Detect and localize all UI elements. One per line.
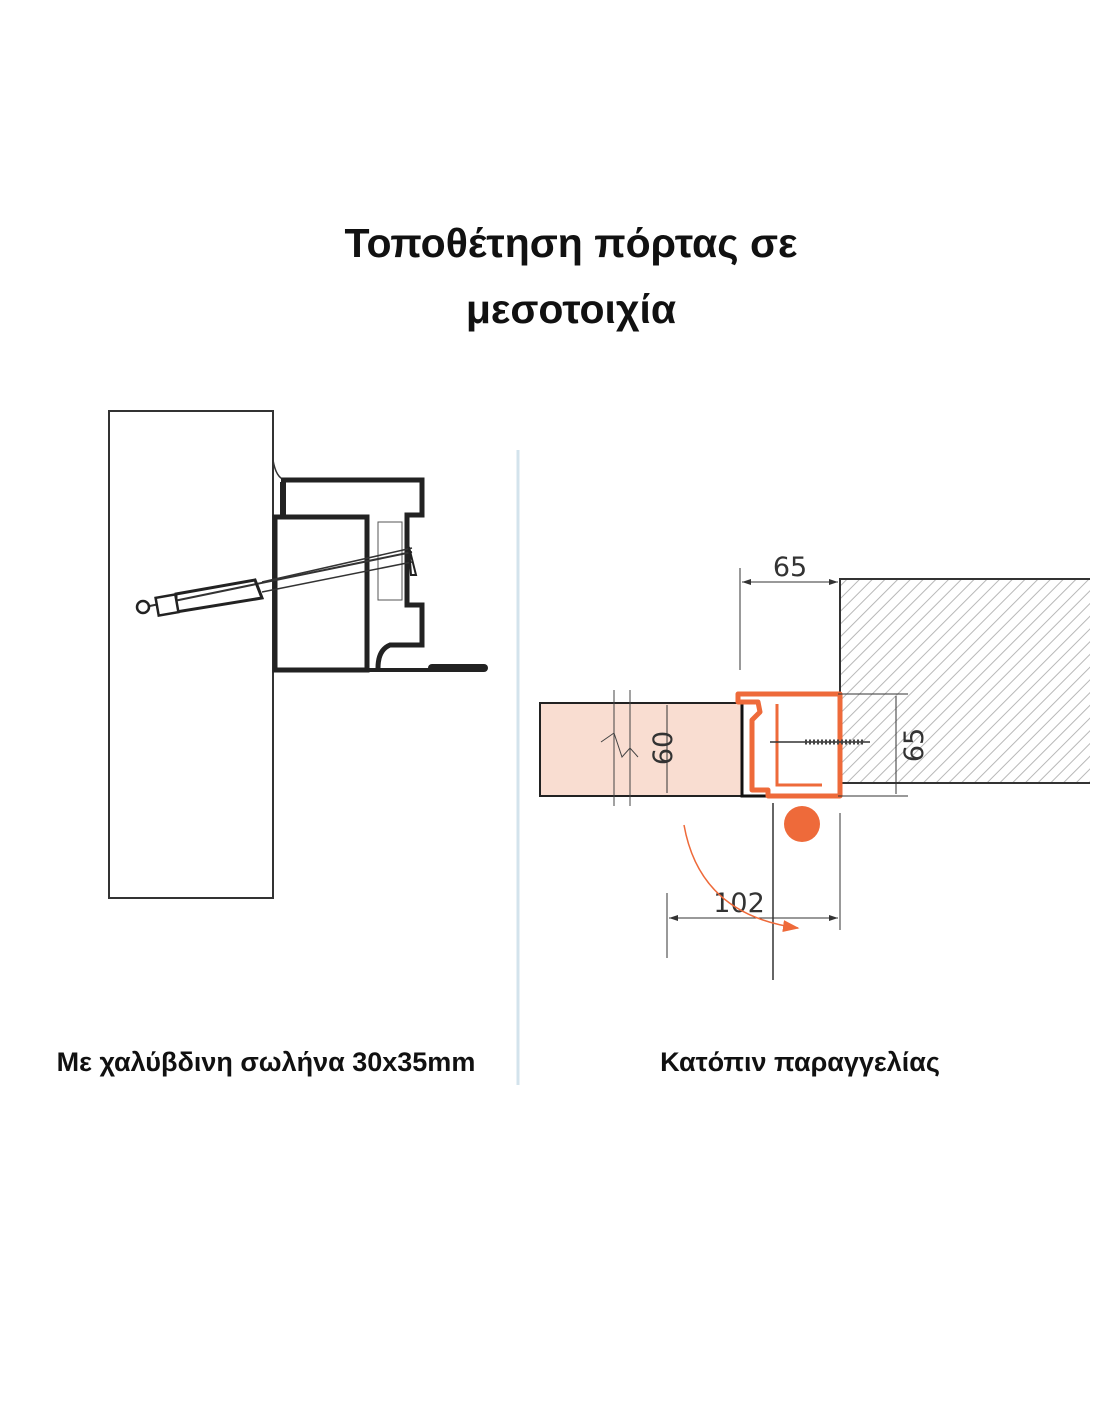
steel-tube [272, 514, 370, 673]
custom-frame-drawing: 65 60 65 102 [539, 552, 1090, 980]
door-swing-arrow [683, 824, 800, 932]
dimension-door: 60 [648, 731, 679, 765]
steel-tube-frame-drawing [108, 410, 488, 899]
dimension-side: 65 [899, 728, 930, 762]
caption-left: Με χαλύβδινη σωλήνα 30x35mm [56, 1047, 476, 1077]
caption-right: Κατόπιν παραγγελίας [660, 1047, 940, 1077]
wall-hatched [840, 579, 1090, 783]
door-leaf [539, 702, 743, 797]
dimension-top: 65 [773, 552, 807, 583]
hinge-dot [784, 806, 820, 842]
orange-frame-profile [735, 691, 843, 799]
dimension-bottom: 102 [713, 888, 765, 919]
wall [108, 410, 274, 899]
page-title-line-1: Τοποθέτηση πόρτας σε [344, 220, 798, 266]
page-title-line-2: μεσοτοιχία [465, 286, 677, 332]
anchor-bolt [135, 546, 418, 618]
